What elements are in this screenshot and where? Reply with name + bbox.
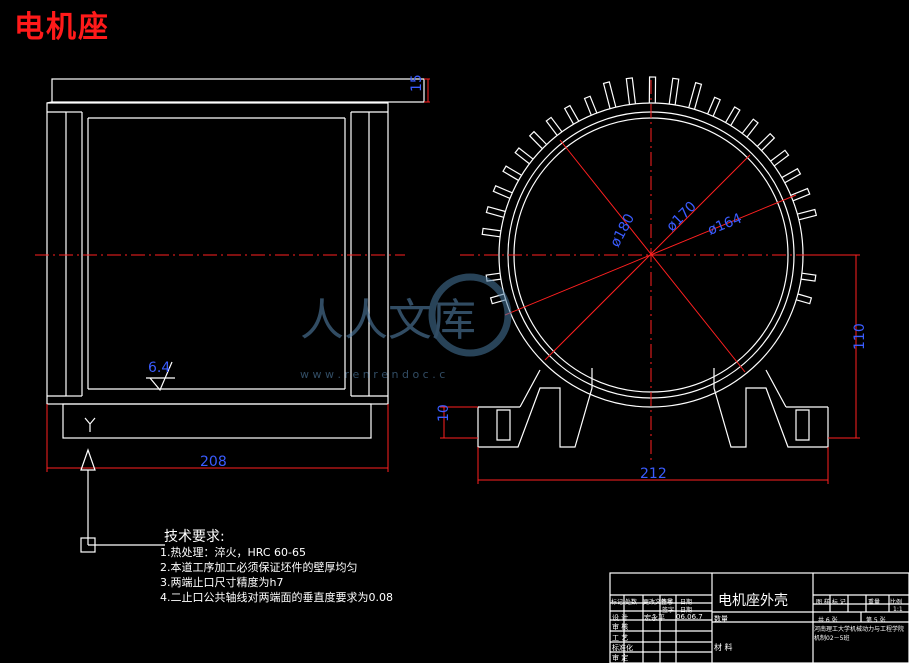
date-label: 日期 — [680, 607, 693, 614]
drawing-title: 电机座 — [14, 10, 110, 45]
cooling-fin — [741, 118, 759, 138]
row-review: 审 核 — [612, 623, 629, 631]
school-name: 河南理工大学机械动力与工程学院 机制02－5班 — [814, 626, 905, 642]
end-view — [440, 76, 860, 484]
cooling-fin — [485, 205, 506, 218]
dim-212: 212 — [640, 466, 667, 482]
sign-label: 签字 — [662, 607, 675, 614]
dim-dia-180: ø180 — [607, 211, 638, 250]
dim-10: 10 — [436, 404, 452, 422]
cooling-fin — [602, 81, 617, 109]
cooling-fin — [707, 96, 721, 117]
dim-dia-170: ø170 — [664, 199, 700, 235]
material-label: 材 料 — [714, 643, 733, 652]
note-item: 1.热处理：淬火，HRC 60-65 — [160, 546, 307, 559]
cooling-fins — [481, 76, 818, 305]
dim-110: 110 — [852, 323, 868, 350]
cooling-fin — [514, 147, 534, 165]
housing-outline — [46, 102, 389, 405]
row-process: 工 艺 — [612, 634, 629, 642]
cooling-fin — [489, 293, 506, 305]
cooling-fin — [781, 167, 802, 184]
row-approve: 审 定 — [612, 654, 629, 662]
cooling-fin — [770, 149, 790, 167]
tech-notes: 技术要求: 1.热处理：淬火，HRC 60-65 2.本道工序加工必须保证坯件的… — [160, 530, 393, 605]
dim-208: 208 — [200, 454, 227, 470]
cooling-fin — [801, 272, 817, 282]
cooling-fin — [563, 104, 580, 125]
watermark-url: w w w . r e n r e n d o c . c — [300, 368, 445, 381]
rh-weight: 重量 — [868, 599, 881, 606]
cooling-fin — [796, 293, 813, 305]
cooling-fin — [648, 76, 657, 104]
watermark-text: 人人文库 — [300, 295, 476, 346]
title-block-lines — [609, 572, 909, 663]
dim-texts-left: 15 208 6.4 — [148, 74, 425, 470]
sheets-total: 共 6 张 — [818, 617, 838, 624]
design-date: 06.06.7 — [676, 613, 703, 621]
top-flange — [51, 78, 425, 103]
cooling-fin — [725, 106, 741, 126]
cooling-fin — [688, 81, 703, 110]
design-label: 设 计 — [612, 614, 629, 622]
cooling-fin — [545, 116, 563, 136]
scale-value: 1:1 — [893, 606, 903, 613]
cooling-fin — [790, 187, 811, 202]
note-item: 4.二止口公共轴线对两端面的垂直度要求为0.08 — [160, 591, 393, 604]
title-block: 电机座外壳 标记 处数 更改文件号 签字 日期 签字 日期 设 计 宏永平 06… — [610, 573, 909, 663]
cooling-fin — [756, 132, 776, 152]
cooling-fin — [481, 227, 501, 238]
hdr-date: 日期 — [680, 599, 693, 606]
rh-scale: 比例 — [890, 599, 903, 606]
watermark: 人人文库 w w w . r e n r e n d o c . c — [300, 273, 512, 381]
dim-15: 15 — [409, 74, 425, 92]
note-item: 3.两端止口尺寸精度为h7 — [160, 576, 284, 589]
qty-label: 数量 — [714, 615, 728, 623]
cooling-fin — [583, 95, 598, 116]
note-item: 2.本道工序加工必须保证坯件的壁厚均匀 — [160, 561, 358, 574]
cooling-fin — [668, 77, 680, 105]
dim-roughness: 6.4 — [148, 360, 170, 376]
rh-mark: 图 样 标 记 — [816, 599, 846, 606]
cooling-fin — [502, 165, 522, 181]
base-plate — [62, 403, 372, 439]
section-view — [35, 78, 430, 553]
notes-heading: 技术要求: — [164, 529, 225, 545]
cooling-fin — [625, 77, 637, 105]
hdr-count: 处数 — [625, 599, 638, 606]
hdr-mark: 标记 — [611, 599, 624, 606]
designer: 宏永平 — [644, 614, 665, 622]
cooling-fin — [528, 130, 548, 150]
sheet-no: 第 5 张 — [866, 617, 886, 624]
row-standard: 标准化 — [612, 644, 633, 652]
cooling-fin — [797, 208, 818, 221]
part-name: 电机座外壳 — [718, 593, 788, 609]
dim-dia-164: ø164 — [706, 211, 745, 239]
cooling-fin — [492, 185, 513, 199]
hdr-doc: 更改文件号 — [643, 599, 674, 606]
hdr-sign: 签字 — [661, 599, 674, 606]
